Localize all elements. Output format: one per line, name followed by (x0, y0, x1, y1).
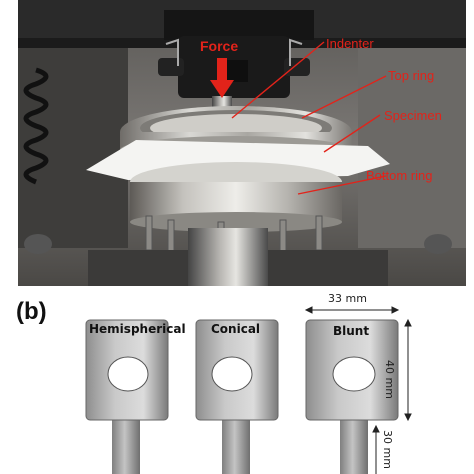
tip-label-conical: Conical (211, 322, 261, 336)
height-dimension-label: 40 mm (383, 360, 396, 399)
conical-indenter (195, 319, 279, 474)
rod-dimension-label: 30 mm (381, 430, 394, 469)
force-label: Force (200, 38, 239, 54)
blunt-indenter (305, 319, 399, 474)
test-rig-photo (18, 0, 466, 286)
specimen-label: Specimen (384, 108, 442, 123)
dimension-lines (304, 306, 412, 474)
panel-label-b: (b) (16, 298, 47, 325)
hemispherical-indenter (85, 319, 169, 474)
top-ring-label: Top ring (388, 68, 435, 83)
tip-label-blunt: Blunt (333, 324, 370, 338)
bottom-ring-label: Bottom ring (366, 168, 433, 183)
width-dimension-label: 33 mm (328, 292, 367, 305)
tip-label-hemispherical: Hemispherical (89, 322, 186, 336)
indenter-tips-diagram (85, 306, 412, 474)
indenter-label: Indenter (326, 36, 374, 51)
